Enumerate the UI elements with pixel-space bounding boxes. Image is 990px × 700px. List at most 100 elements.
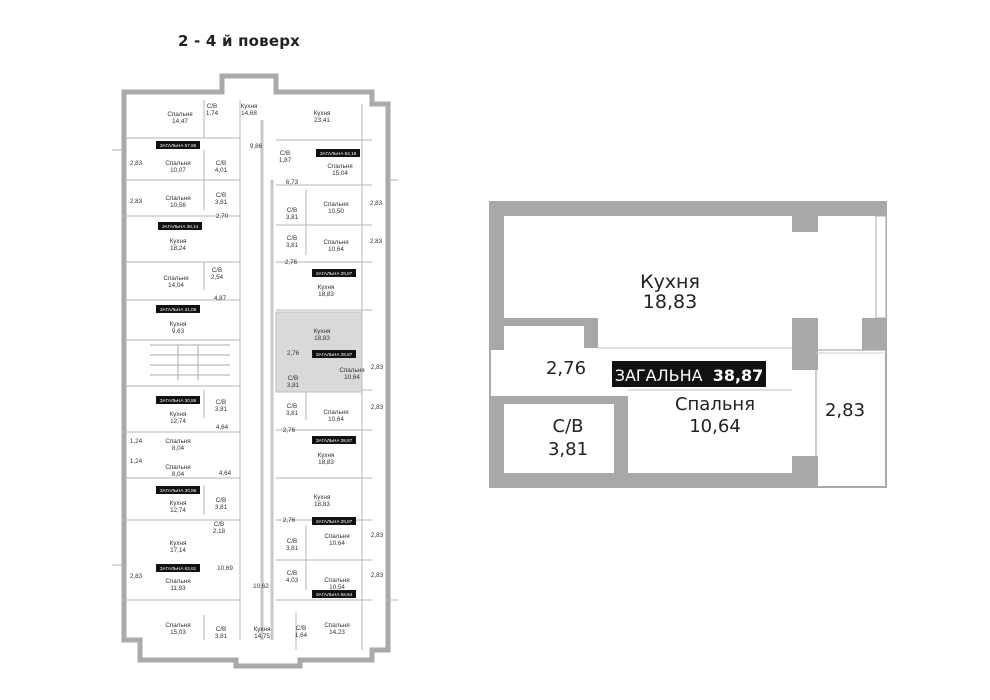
total-area-tag-bg xyxy=(156,396,200,404)
total-area-tag-bg xyxy=(156,305,200,313)
room-name-label: Кухня xyxy=(318,452,335,459)
room-name-label: Кухня xyxy=(170,540,187,547)
room-name-label: Кухня xyxy=(170,238,187,245)
room-name-label: С/В xyxy=(212,267,223,274)
room-area-label: 3,81 xyxy=(215,406,228,413)
room-area-label: 10,62 xyxy=(253,583,269,590)
total-area-tag-bg xyxy=(312,436,356,444)
room-area-label: 2,76 xyxy=(287,350,300,357)
room-name-label: Кухня xyxy=(170,411,187,418)
room-name-label: Спальня xyxy=(165,195,190,202)
total-area-tag-bg xyxy=(156,486,200,494)
room-area-label: 3,81 xyxy=(215,633,228,640)
room-name-label: Кухня xyxy=(314,110,331,117)
room-area-label: 3,81 xyxy=(215,504,228,511)
total-area-tag: ЗАГАЛЬНА 63,61 xyxy=(160,566,197,571)
room-area-label: 3,81 xyxy=(215,199,228,206)
room-name-label: С/В xyxy=(216,626,227,633)
room-name-label: Спальня xyxy=(165,464,190,471)
room-name-label: Спальня xyxy=(323,201,348,208)
stairwell-icon xyxy=(150,344,230,380)
room-area-label: 15,04 xyxy=(332,170,348,177)
total-area-tag-bg xyxy=(158,222,202,230)
unit-walls xyxy=(489,201,887,488)
room-area-label: 15,03 xyxy=(170,629,186,636)
room-name-label: С/В xyxy=(288,375,299,382)
room-name-label: Спальня xyxy=(324,533,349,540)
total-area-tag: ЗАГАЛЬНА 38,87 xyxy=(316,352,353,357)
room-name-label: Кухня xyxy=(241,103,258,110)
room-area-label: 4,64 xyxy=(216,424,229,431)
bedroom-name: Спальня xyxy=(675,394,755,415)
total-area-tag-bg xyxy=(312,517,356,525)
room-area-label: 18,83 xyxy=(318,459,334,466)
room-area-label: 3,81 xyxy=(287,382,300,389)
room-area-label: 2,83 xyxy=(371,532,384,539)
room-name-label: С/В xyxy=(207,103,218,110)
room-name-label: Спальня xyxy=(165,578,190,585)
room-area-label: 14,04 xyxy=(168,282,184,289)
room-name-label: Кухня xyxy=(318,284,335,291)
room-area-label: 3,81 xyxy=(286,214,299,221)
room-area-label: 9,86 xyxy=(250,143,263,150)
room-area-label: 2,83 xyxy=(370,200,383,207)
room-area-label: 10,64 xyxy=(344,374,360,381)
room-name-label: Спальня xyxy=(327,163,352,170)
corridor-area: 2,76 xyxy=(546,358,586,379)
room-area-label: 3,81 xyxy=(286,410,299,417)
room-area-label: 9,63 xyxy=(172,328,185,335)
room-area-label: 1,24 xyxy=(130,458,143,465)
room-area-label: 14,68 xyxy=(241,110,257,117)
room-area-label: 2,83 xyxy=(130,160,143,167)
room-name-label: Кухня xyxy=(314,328,331,335)
room-area-label: 4,03 xyxy=(286,577,299,584)
room-name-label: Спальня xyxy=(165,160,190,167)
room-name-label: С/В xyxy=(287,570,298,577)
total-area-tag-bg xyxy=(312,269,356,277)
bedroom-area: 10,64 xyxy=(689,416,741,437)
room-area-label: 12,74 xyxy=(170,507,186,514)
room-area-label: 14,75 xyxy=(254,633,270,640)
room-name-label: Спальня xyxy=(163,275,188,282)
total-area-tag: ЗАГАЛЬНА 38,14 xyxy=(162,224,199,229)
room-area-label: 10,64 xyxy=(328,416,344,423)
room-area-label: 1,87 xyxy=(279,157,292,164)
room-name-label: С/В xyxy=(214,521,225,528)
total-area-label: ЗАГАЛЬНА xyxy=(615,366,703,385)
total-area-tag: ЗАГАЛЬНА 38,87 xyxy=(316,438,353,443)
room-area-label: 10,56 xyxy=(170,202,186,209)
total-area-tag-bg xyxy=(312,590,356,598)
room-name-label: С/В xyxy=(216,160,227,167)
room-area-label: 2,76 xyxy=(283,427,296,434)
room-name-label: С/В xyxy=(216,399,227,406)
room-area-label: 4,87 xyxy=(214,295,227,302)
room-area-label: 18,83 xyxy=(314,335,330,342)
room-area-label: 18,83 xyxy=(318,291,334,298)
page-title: 2 - 4 й поверх xyxy=(178,32,301,50)
room-name-label: Спальня xyxy=(165,438,190,445)
kitchen-area: 18,83 xyxy=(643,291,697,313)
total-area-tag: ЗАГАЛЬНА 38,87 xyxy=(316,519,353,524)
kitchen-name: Кухня xyxy=(640,271,700,293)
room-name-label: Кухня xyxy=(314,494,331,501)
total-area-tag: ЗАГАЛЬНА 31,08 xyxy=(160,307,197,312)
room-area-label: 6,73 xyxy=(286,179,299,186)
room-name-label: С/В xyxy=(280,150,291,157)
room-area-label: 18,24 xyxy=(170,245,186,252)
room-area-label: 4,01 xyxy=(215,167,228,174)
room-area-label: 10,54 xyxy=(329,584,345,591)
room-name-label: Кухня xyxy=(170,500,187,507)
room-area-label: 2,54 xyxy=(211,274,224,281)
room-area-label: 10,64 xyxy=(328,246,344,253)
total-area-tag: ЗАГАЛЬНА 30,86 xyxy=(160,398,197,403)
room-area-label: 2,76 xyxy=(283,517,296,524)
room-area-label: 12,74 xyxy=(170,418,186,425)
room-name-label: С/В xyxy=(296,625,307,632)
room-area-label: 2,83 xyxy=(130,198,143,205)
room-area-label: 2,70 xyxy=(216,213,229,220)
bath-name: С/В xyxy=(553,416,584,437)
room-area-label: 18,83 xyxy=(314,501,330,508)
